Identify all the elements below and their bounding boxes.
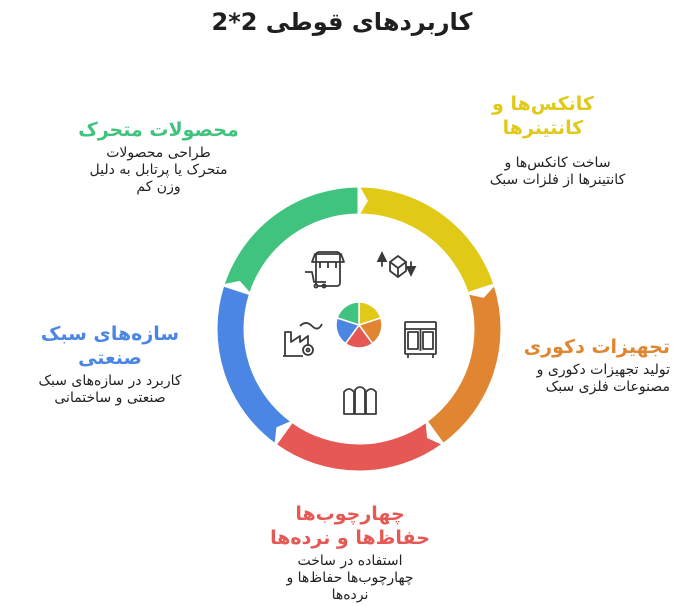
segment-heading: سازه‌های سبک صنعتی	[40, 323, 180, 369]
segment-heading: محصولات متحرک	[78, 119, 239, 141]
factory-icon	[283, 322, 323, 357]
segment-label-mobile: محصولات متحرک طراحی محصولات متحرک یا پرت…	[66, 118, 251, 196]
segment-description: طراحی محصولات متحرک یا پرتابل به دلیل وز…	[89, 145, 228, 195]
segment-description: ساخت کانکس‌ها و کانتینرها از فلزات سبک	[489, 155, 626, 188]
cabinet-icon	[404, 321, 437, 358]
segment-label-decor: تجهیزات دکوری تولید تجهیزات دکوری و مصنو…	[500, 335, 670, 396]
fence-icon	[343, 386, 377, 415]
segment-pointer	[466, 284, 496, 298]
segment-desc-containers: ساخت کانکس‌ها و کانتینرها از فلزات سبک	[470, 152, 645, 189]
ring-segment	[214, 282, 295, 447]
ring-segment	[423, 282, 504, 447]
page-title: کاربردهای قوطی 2*2	[211, 8, 473, 36]
segment-heading: چهارچوب‌ها حفاظ‌ها و نرده‌ها	[270, 503, 430, 549]
segment-heading: کانکس‌ها و کانتینرها	[492, 93, 594, 139]
segment-description: استفاده در ساخت چهارچوب‌ها حفاظ‌ها و نرد…	[286, 553, 414, 603]
ring-segment	[272, 419, 446, 474]
segment-pointer	[359, 185, 368, 216]
segment-pointer	[425, 420, 444, 446]
segment-description: تولید تجهیزات دکوری و مصنوعات فلزی سبک	[536, 362, 670, 395]
segment-pointer	[222, 280, 252, 295]
recycle-box-icon	[376, 251, 417, 278]
segment-pointer	[274, 420, 293, 446]
ring-segment	[357, 184, 497, 296]
segment-label-structures: سازه‌های سبک صنعتی کاربرد در سازه‌های سب…	[20, 322, 200, 407]
center-pie-icon	[335, 301, 383, 349]
mobile-shop-icon	[305, 251, 345, 289]
segment-heading: تجهیزات دکوری	[523, 336, 670, 358]
ring-segment	[221, 184, 361, 296]
ring-segments	[214, 184, 504, 474]
pie-slice	[336, 301, 360, 327]
segment-description: کاربرد در سازه‌های سبک صنعتی و ساختمانی	[38, 373, 182, 406]
segment-label-fences: چهارچوب‌ها حفاظ‌ها و نرده‌ها استفاده در …	[250, 502, 450, 604]
segment-label-containers: کانکس‌ها و کانتینرها	[468, 92, 618, 140]
